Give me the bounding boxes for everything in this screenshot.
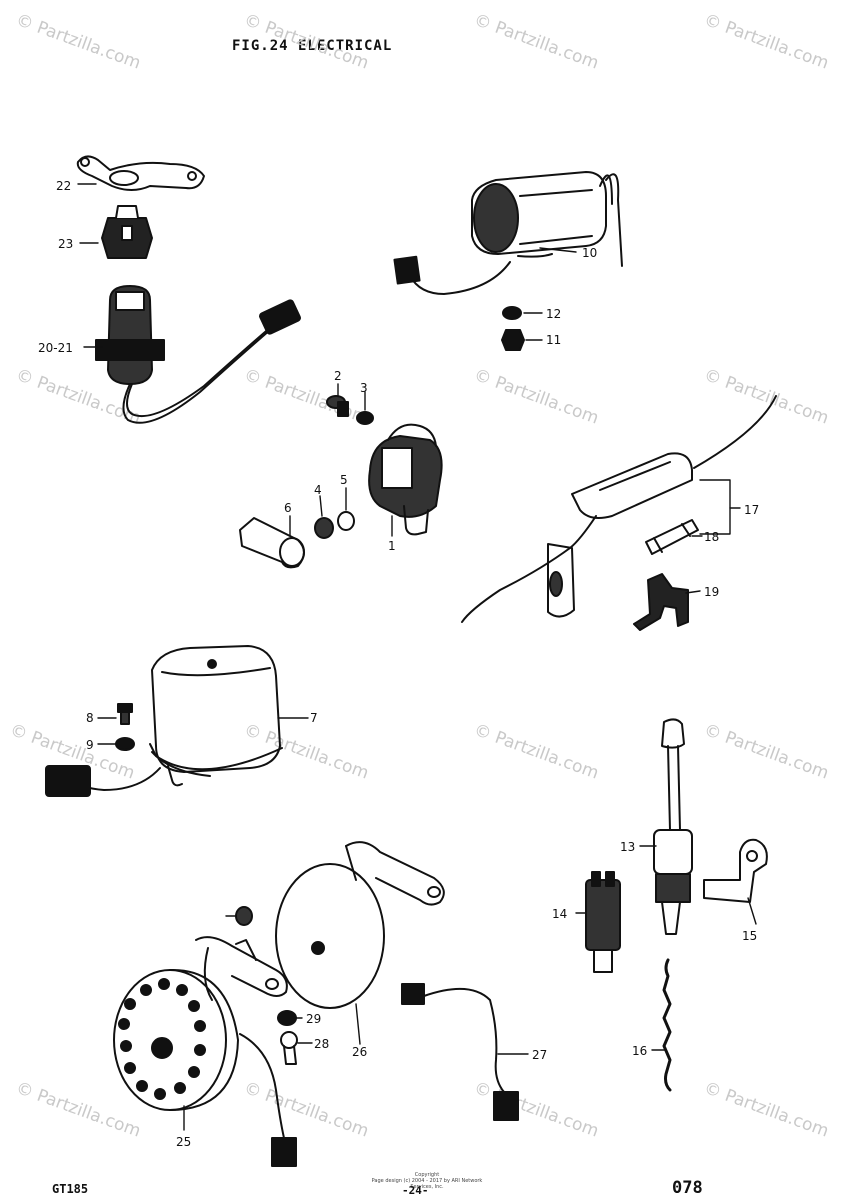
mounting-clip-part[interactable]	[703, 838, 768, 903]
callout-10: 10	[582, 246, 597, 260]
callout-12: 12	[546, 307, 561, 321]
callout-4: 4	[314, 483, 322, 497]
fuse-clip-part[interactable]	[633, 573, 689, 631]
callout-18: 18	[704, 530, 719, 544]
callout-11: 11	[546, 333, 561, 347]
callout-24: 25	[176, 1135, 191, 1149]
figure-title: FIG.24 ELECTRICAL	[232, 38, 393, 54]
screw-part[interactable]	[117, 703, 133, 725]
copyright-note: Copyright Page design (c) 2004 - 2017 by…	[371, 1172, 483, 1190]
switch-part[interactable]	[585, 871, 621, 973]
callout-7: 7	[310, 711, 318, 725]
callout-22: 22	[56, 179, 71, 193]
nut-part[interactable]	[314, 517, 334, 539]
figure-number: 078	[672, 1178, 703, 1198]
callout-15: 15	[742, 929, 757, 943]
nut-part[interactable]	[501, 329, 525, 351]
relay-part[interactable]	[368, 423, 443, 536]
washer-part[interactable]	[115, 737, 135, 751]
horn-bracket-part[interactable]	[195, 936, 288, 1001]
callout-9: 9	[86, 738, 94, 752]
callout-14: 14	[552, 907, 567, 921]
callout-3: 3	[360, 381, 368, 395]
nut-part[interactable]	[235, 906, 253, 926]
washer-part[interactable]	[277, 1010, 297, 1026]
callout-28: 29	[306, 1012, 321, 1026]
horn-part[interactable]	[275, 841, 445, 1009]
callout-5: 5	[340, 473, 348, 487]
return-spring-part[interactable]	[662, 958, 672, 1092]
ignition-coil-part[interactable]	[393, 171, 623, 295]
bolt-part[interactable]	[280, 1031, 298, 1065]
callout-26: 27	[532, 1048, 547, 1062]
callout-27: 28	[314, 1037, 329, 1051]
fuse-part[interactable]	[645, 519, 699, 555]
callout-19: 19	[704, 585, 719, 599]
brake-switch-part[interactable]	[653, 718, 693, 935]
callout-8: 8	[86, 711, 94, 725]
terminal-cap-part[interactable]	[239, 517, 305, 569]
callout-23: 23	[58, 237, 73, 251]
bracket-part[interactable]	[76, 155, 205, 191]
page-number: -24-	[402, 1184, 429, 1197]
washer-part[interactable]	[356, 411, 374, 425]
callout-17: 17	[744, 503, 759, 517]
callout-labels: 22 23 20-21 10 12 11 2 3 1 5 4 6 17 18 1…	[38, 179, 759, 1149]
model-code: GT185	[52, 1182, 89, 1196]
callout-1: 1	[388, 539, 396, 553]
callout-13: 13	[620, 840, 635, 854]
lead-wire-part[interactable]	[401, 983, 519, 1121]
ignition-switch-part[interactable]	[95, 285, 301, 424]
screw-part[interactable]	[326, 395, 349, 417]
horn-part[interactable]	[113, 968, 297, 1167]
washer-part[interactable]	[337, 511, 355, 531]
callout-25: 26	[352, 1045, 367, 1059]
callout-20-21: 20-21	[38, 341, 73, 355]
washer-part[interactable]	[502, 306, 522, 320]
voltage-regulator-part[interactable]	[45, 645, 283, 797]
callout-2: 2	[334, 369, 342, 383]
nut-part[interactable]	[101, 205, 153, 259]
callout-6: 6	[284, 501, 292, 515]
fuse-holder-part[interactable]	[461, 395, 777, 623]
callout-16: 16	[632, 1044, 647, 1058]
